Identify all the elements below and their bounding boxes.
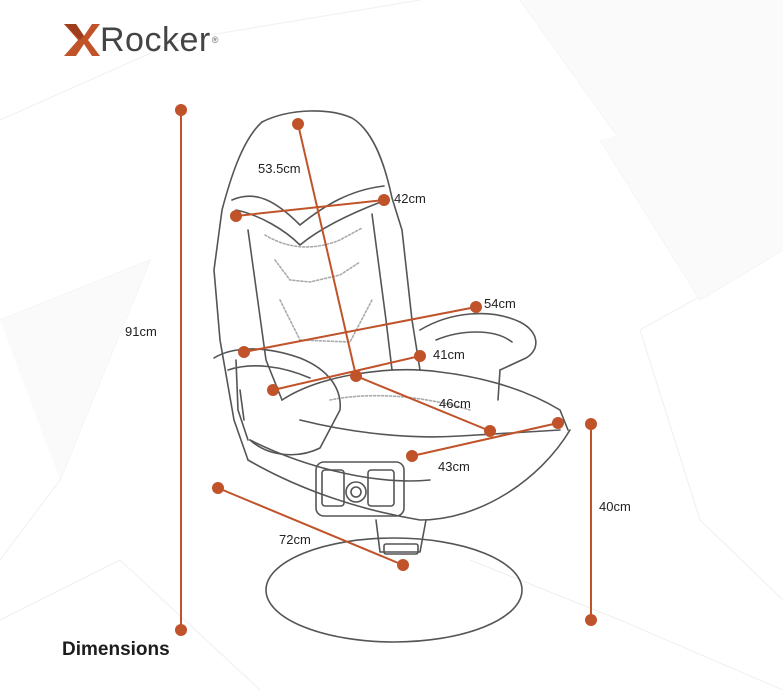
x-logo-icon xyxy=(64,24,100,56)
label-backrest-height: 53.5cm xyxy=(258,161,301,176)
brand-logo: Rocker® xyxy=(62,22,219,58)
label-inner-width: 41cm xyxy=(433,347,465,362)
label-armrest-width: 54cm xyxy=(484,296,516,311)
label-base-width: 43cm xyxy=(438,459,470,474)
label-seat-height: 40cm xyxy=(599,499,631,514)
label-headrest-width: 42cm xyxy=(394,191,426,206)
chair-outline xyxy=(213,110,571,643)
brand-name: Rocker® xyxy=(100,21,219,59)
dimension-markers xyxy=(175,104,597,636)
label-total-height: 91cm xyxy=(125,324,157,339)
page-title: Dimensions xyxy=(62,639,170,660)
label-seat-depth: 46cm xyxy=(439,396,471,411)
label-base-length: 72cm xyxy=(279,532,311,547)
